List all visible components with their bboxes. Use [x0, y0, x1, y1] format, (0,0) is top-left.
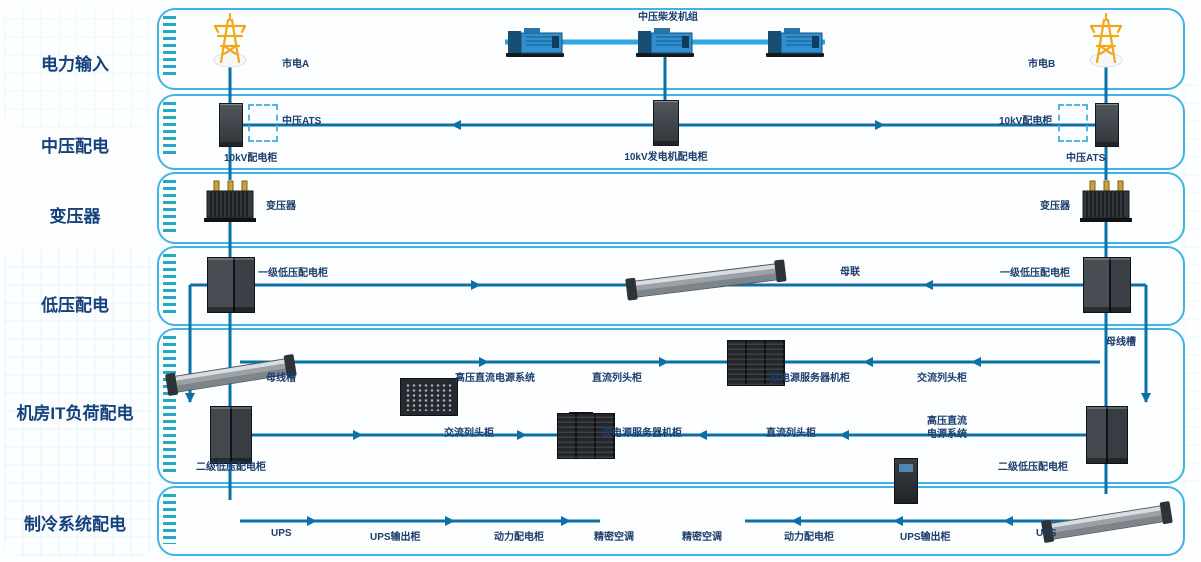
mv-ats-b-label: 中压ATS [1066, 153, 1106, 164]
ac-head-bottom-label: 交流列头柜 [444, 428, 494, 439]
lv-sub-panel-icon [1086, 406, 1128, 464]
lv-main-b-label: 一级低压配电柜 [1000, 268, 1070, 279]
ups-b-label: UPS [1036, 528, 1057, 539]
hvdc-bottom-label: 高压直流电源系统 [927, 416, 967, 440]
side-label-cooling: 制冷系统配电 [24, 515, 126, 534]
mv-ats-a-label: 中压ATS [282, 116, 322, 127]
dash-strip [163, 254, 176, 314]
transformer-icon [1080, 180, 1132, 222]
dash-strip [163, 16, 176, 78]
ups-out-b-label: UPS输出柜 [900, 532, 951, 543]
row-lv-distribution [157, 246, 1185, 326]
racks-top-label: 双电源服务器机柜 [770, 373, 850, 384]
mv-switchgear-b-label: 10kV配电柜 [999, 116, 1053, 127]
dash-strip [163, 102, 176, 158]
ac-row-head-cabinet-icon [894, 458, 918, 504]
gen-switchgear-icon [653, 100, 679, 146]
utility-b-label: 市电B [1028, 59, 1056, 70]
transmission-tower-icon [213, 12, 247, 68]
bg-circuit-pattern [4, 8, 152, 128]
crac-b-label: 精密空调 [682, 532, 722, 543]
side-label-power-input: 电力输入 [41, 55, 109, 74]
crac-a-label: 精密空调 [594, 532, 634, 543]
sub-panel-b-label: 二级低压配电柜 [998, 462, 1068, 473]
busway-b-label: 母线槽 [1106, 337, 1136, 348]
row-transformer [157, 172, 1185, 244]
pdu-a-label: 动力配电柜 [494, 532, 544, 543]
dc-head-top-label: 直流列头柜 [592, 373, 642, 384]
diesel-generator-icon [506, 28, 564, 57]
dash-strip [163, 336, 176, 472]
dash-strip [163, 180, 176, 232]
diesel-generator-icon [636, 28, 694, 57]
transformer-b-label: 变压器 [1040, 201, 1070, 212]
diesel-generator-icon [766, 28, 824, 57]
busway-a-label: 母线槽 [266, 373, 296, 384]
transformer-a-label: 变压器 [266, 201, 296, 212]
transformer-icon [204, 180, 256, 222]
mv-switchgear-icon [219, 103, 243, 147]
pdu-b-label: 动力配电柜 [784, 532, 834, 543]
bg-circuit-pattern [1183, 80, 1199, 500]
bg-circuit-pattern [4, 250, 152, 556]
ups-out-a-label: UPS输出柜 [370, 532, 421, 543]
transmission-tower-icon [1089, 12, 1123, 68]
row-mv-distribution [157, 94, 1185, 170]
lv-sub-panel-icon [210, 406, 252, 464]
sub-panel-a-label: 二级低压配电柜 [196, 462, 266, 473]
hvdc-system-icon [400, 378, 458, 416]
side-label-mv: 中压配电 [41, 137, 109, 156]
dash-strip [163, 494, 176, 544]
row-it-load [157, 328, 1185, 484]
utility-a-label: 市电A [282, 59, 310, 70]
racks-bottom-label: 双电源服务器机柜 [602, 428, 682, 439]
side-label-transformer: 变压器 [49, 207, 101, 226]
side-label-it-load: 机房IT负荷配电 [16, 404, 134, 423]
ups-a-label: UPS [271, 528, 292, 539]
ats-dashed-box [248, 104, 278, 142]
ac-head-top-label: 交流列头柜 [917, 373, 967, 384]
row-cooling [157, 486, 1185, 556]
bus-tie-label: 母联 [840, 267, 860, 278]
side-label-lv: 低压配电 [41, 296, 109, 315]
row-power-input [157, 8, 1185, 90]
lv-main-panel-icon [207, 257, 255, 313]
mv-ats-icon [1095, 103, 1119, 147]
gen-switchgear-label: 10kV发电机配电柜 [624, 152, 708, 163]
genset-group-label: 中压柴发机组 [638, 12, 698, 23]
dc-head-bottom-label: 直流列头柜 [766, 428, 816, 439]
lv-main-a-label: 一级低压配电柜 [258, 268, 328, 279]
lv-main-panel-icon [1083, 257, 1131, 313]
hvdc-top-label: 高压直流电源系统 [455, 373, 535, 384]
mv-switchgear-a-label: 10kV配电柜 [224, 153, 278, 164]
ats-dashed-box [1058, 104, 1088, 142]
